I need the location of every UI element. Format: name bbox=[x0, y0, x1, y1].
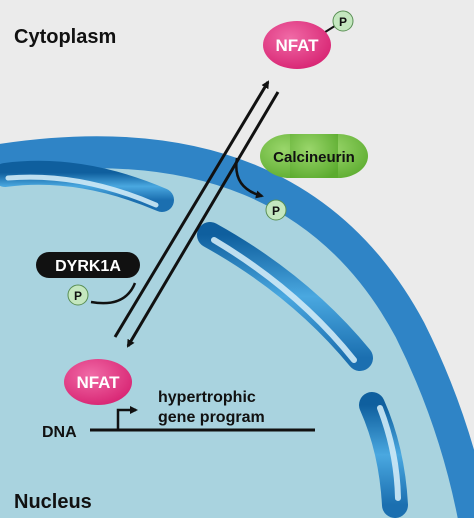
released-phosphate: P bbox=[265, 199, 287, 221]
dyrk1a-shape bbox=[36, 252, 140, 278]
calcineurin: Calcineurin bbox=[260, 134, 368, 178]
export-arrow bbox=[113, 80, 270, 338]
envelope-highlight bbox=[377, 405, 401, 501]
nfat-nuclear: NFAT bbox=[64, 359, 132, 405]
envelope-highlight bbox=[211, 237, 357, 363]
nfat-top-label: NFAT bbox=[275, 36, 319, 55]
gene-program-line2: gene program bbox=[158, 409, 265, 426]
phosphate-icon bbox=[67, 284, 89, 306]
phosphate-icon bbox=[265, 199, 287, 221]
nfat-top-shape bbox=[263, 21, 331, 69]
transcription-start-arrow bbox=[116, 406, 138, 430]
envelope-segment bbox=[0, 160, 174, 212]
envelope-highlight bbox=[5, 174, 159, 208]
phosphate-icon bbox=[332, 10, 354, 32]
envelope-segment bbox=[359, 392, 408, 518]
nfat-cytoplasmic: NFAT P bbox=[263, 10, 354, 69]
gene-program-line1: hypertrophic bbox=[158, 389, 256, 406]
phosphorylation-line bbox=[90, 282, 137, 305]
phosphate-label: P bbox=[339, 15, 347, 29]
dyrk1a: DYRK1A P bbox=[36, 252, 140, 306]
envelope-segments bbox=[0, 160, 408, 518]
dna-label: DNA bbox=[42, 424, 77, 441]
phosphate-label: P bbox=[272, 204, 280, 218]
nfat-bottom-label: NFAT bbox=[76, 373, 120, 392]
calcineurin-shape bbox=[290, 134, 338, 178]
import-arrow bbox=[126, 91, 280, 348]
phosphate-label: P bbox=[74, 289, 82, 303]
dephosphorylation-arrow bbox=[235, 157, 264, 199]
nfat-bottom-shape bbox=[64, 359, 132, 405]
dyrk1a-label: DYRK1A bbox=[55, 258, 121, 275]
nucleus-label: Nucleus bbox=[14, 491, 92, 513]
nuclear-envelope bbox=[0, 136, 474, 518]
cytoplasm-label: Cytoplasm bbox=[14, 26, 116, 48]
dna-gene-program: DNA hypertrophic gene program bbox=[42, 389, 315, 441]
calcineurin-label: Calcineurin bbox=[273, 149, 355, 166]
